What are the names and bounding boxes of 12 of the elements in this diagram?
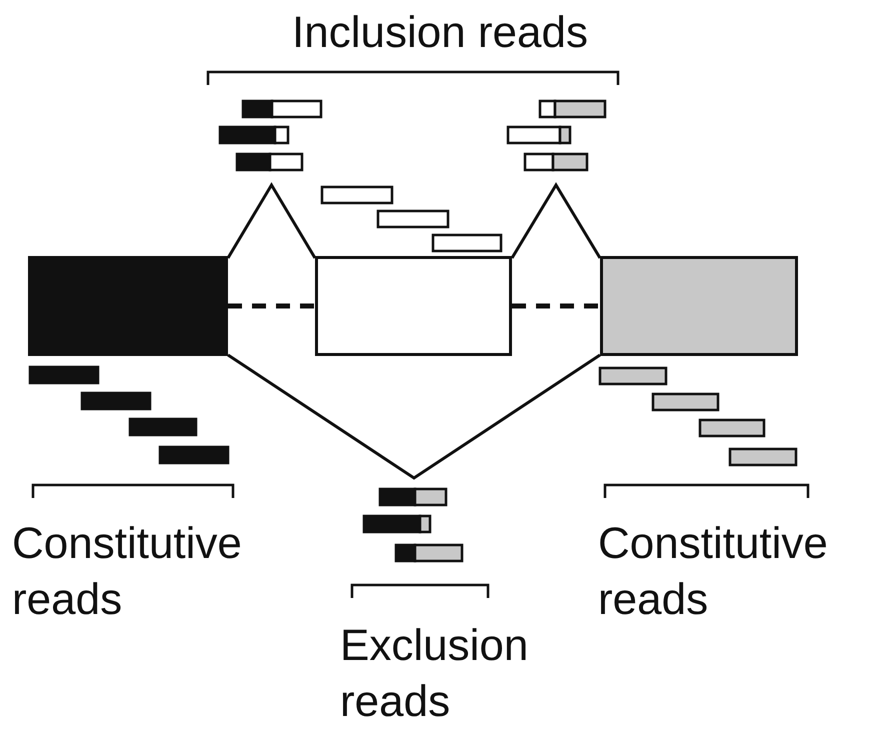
splice-junction-line bbox=[510, 182, 602, 259]
intron-line bbox=[512, 304, 600, 308]
splice-junction-line bbox=[227, 354, 601, 480]
group-label: Constitutive reads bbox=[598, 518, 829, 626]
group-label: Exclusion reads bbox=[340, 620, 530, 728]
group-label: Inclusion reads bbox=[291, 7, 589, 59]
exon-box bbox=[28, 256, 228, 356]
exon-box bbox=[315, 256, 512, 356]
exon-box bbox=[600, 256, 798, 356]
intron-line bbox=[228, 304, 315, 308]
group-label: Constitutive reads bbox=[12, 518, 243, 626]
splice-junction-line bbox=[226, 182, 316, 259]
